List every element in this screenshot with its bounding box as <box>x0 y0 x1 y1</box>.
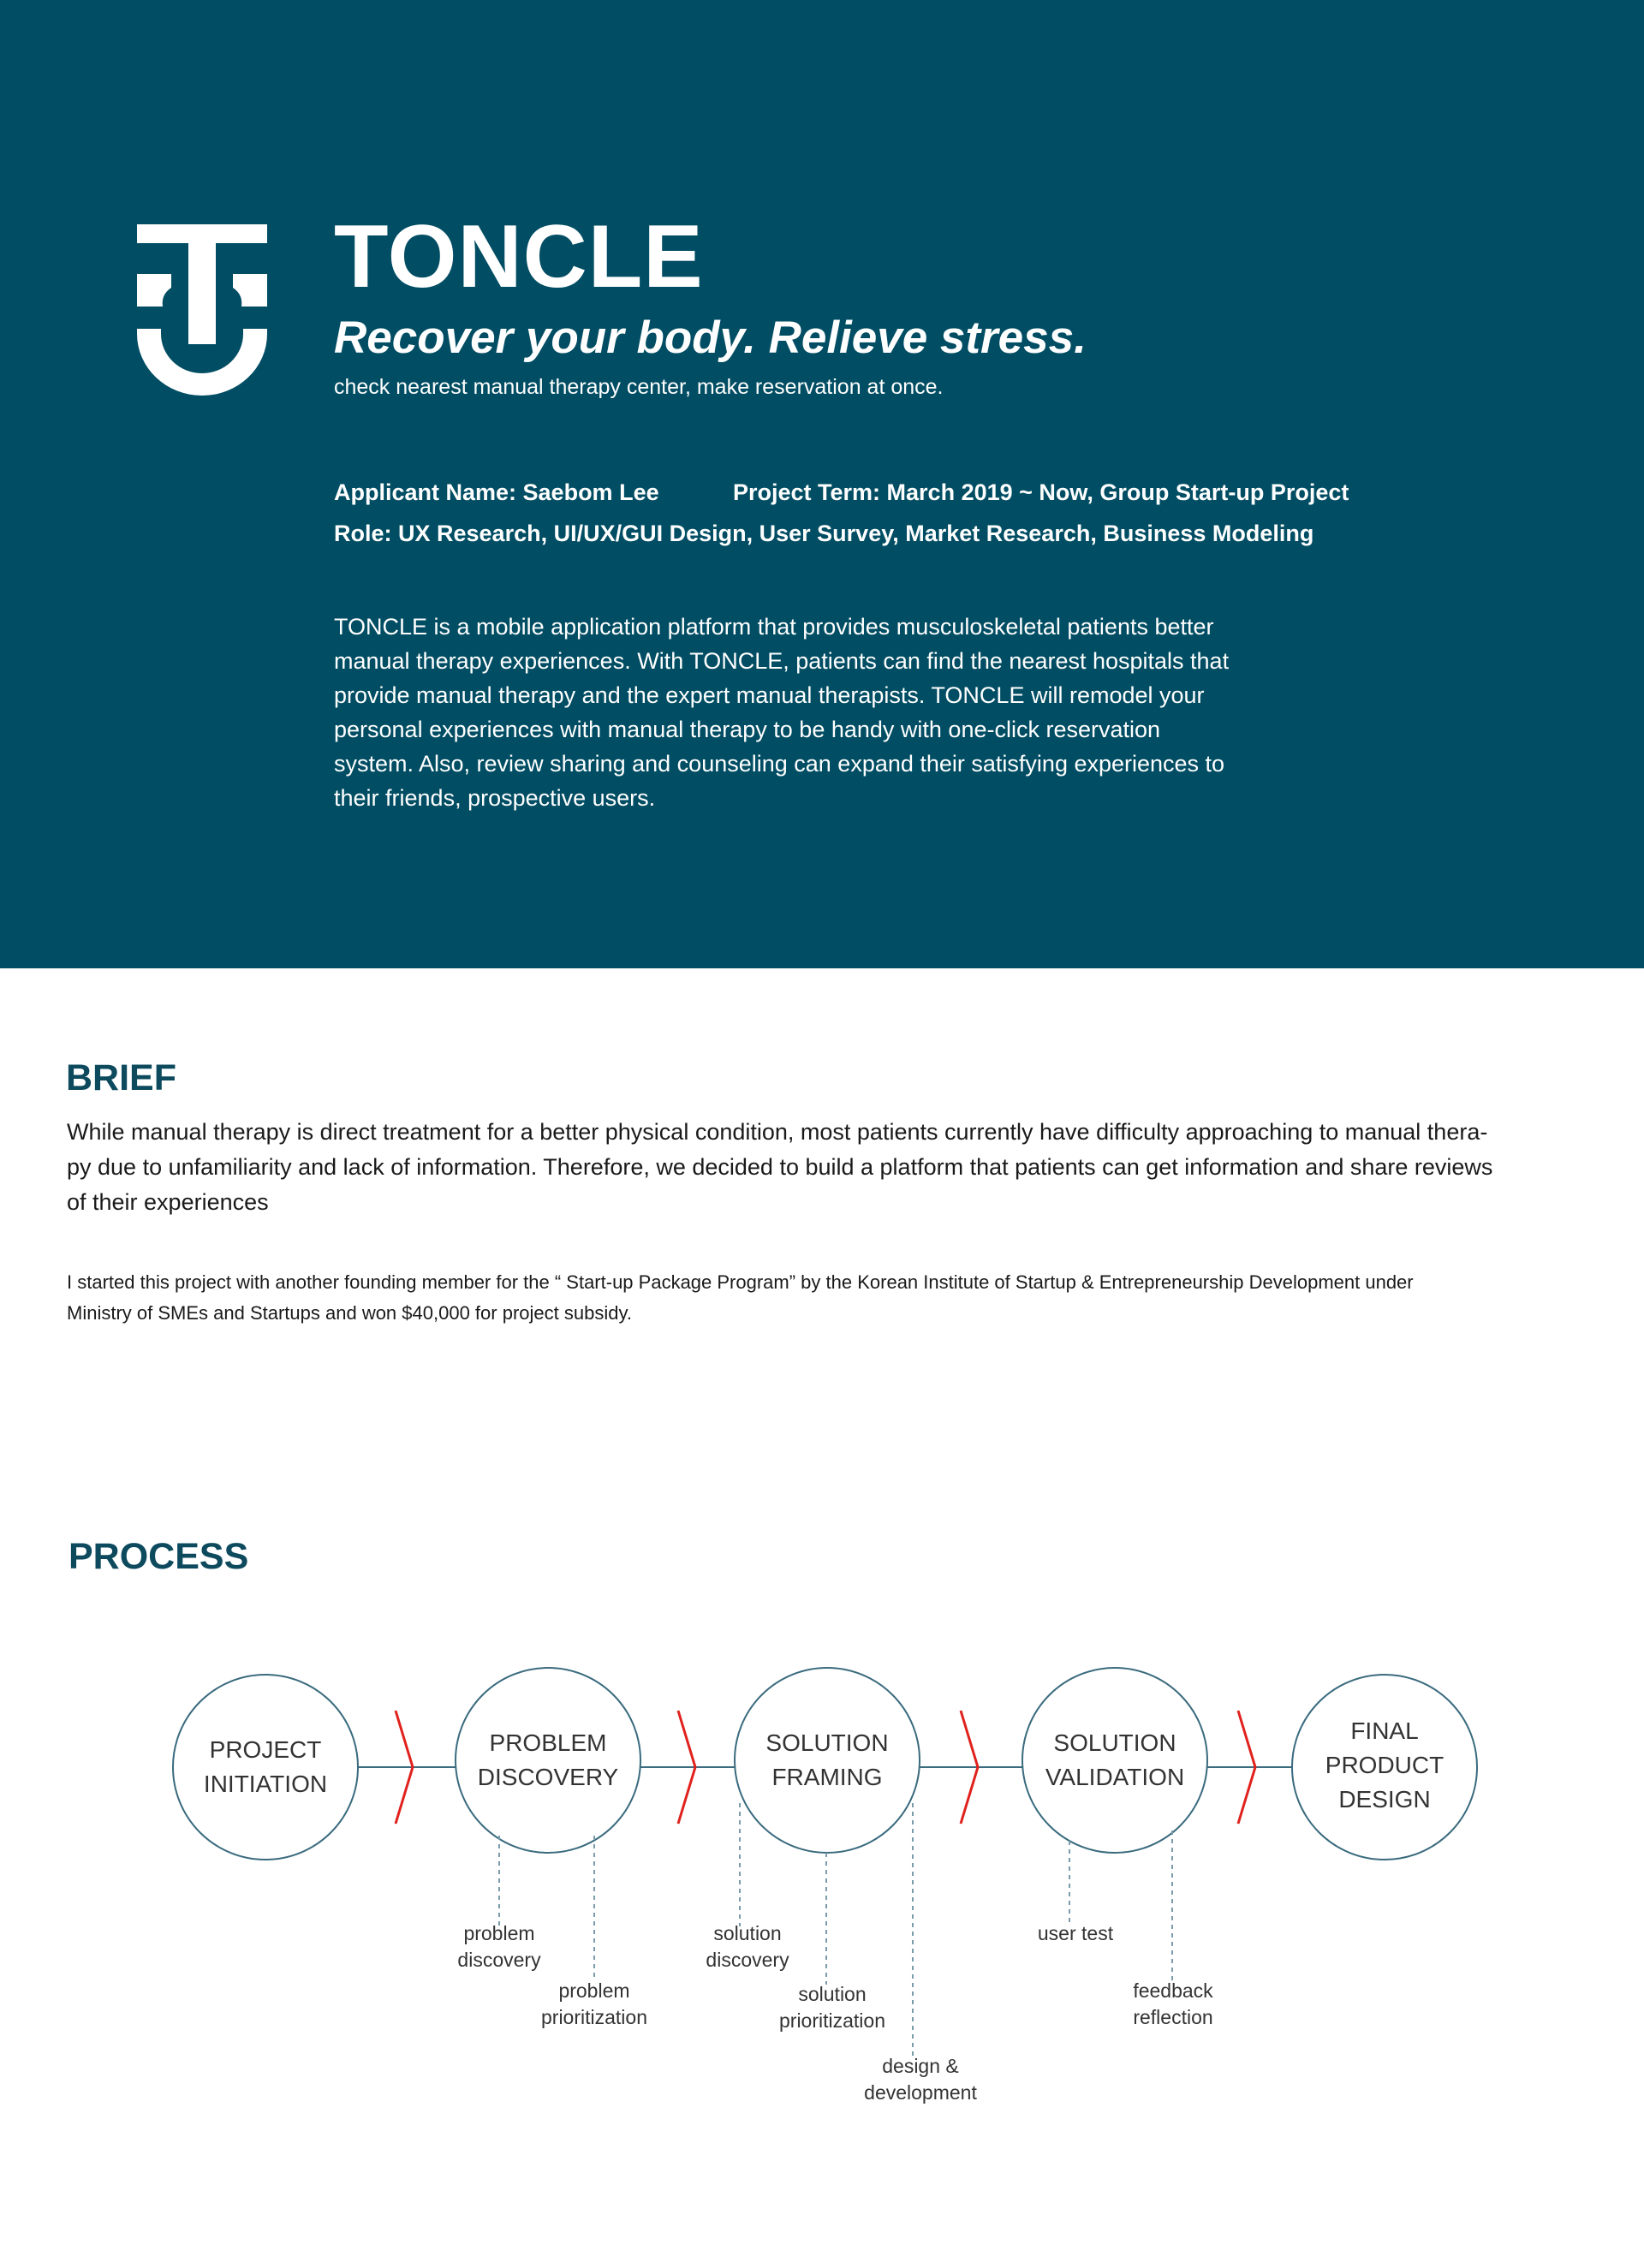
arrow-chevron-2 <box>676 1710 697 1825</box>
stage-circle-project-initiation <box>172 1674 359 1860</box>
substep-solution-discovery: solution discovery <box>706 1922 789 1971</box>
hero-banner: TONCLE Recover your body. Relieve stress… <box>0 0 1644 968</box>
toncle-logo-icon <box>137 224 267 396</box>
stage-label-final-product-design: FINAL PRODUCT DESIGN <box>1325 1717 1444 1813</box>
applicant-name: Applicant Name: Saebom Lee <box>334 479 659 505</box>
arrow-chevron-3 <box>959 1710 980 1825</box>
substep-problem-discovery: problem discovery <box>457 1922 541 1971</box>
tagline: Recover your body. Relieve stress. <box>334 313 1087 363</box>
stage-circle-solution-validation <box>1022 1667 1208 1854</box>
brief-note: I started this project with another foun… <box>67 1271 1414 1324</box>
arrow-chevron-1 <box>394 1710 414 1825</box>
stage-label-solution-framing: SOLUTION FRAMING <box>765 1729 889 1790</box>
brief-heading: BRIEF <box>66 1057 176 1098</box>
substep-design-development: design & development <box>864 2055 977 2104</box>
project-term: Project Term: March 2019 ~ Now, Group St… <box>733 479 1349 505</box>
stage-circle-problem-discovery <box>455 1667 641 1854</box>
stage-label-solution-validation: SOLUTION VALIDATION <box>1045 1729 1185 1790</box>
stage-circle-final-product-design <box>1291 1674 1478 1860</box>
subtitle: check nearest manual therapy center, mak… <box>334 375 944 399</box>
project-description: TONCLE is a mobile application platform … <box>334 614 1230 811</box>
brand-title: TONCLE <box>334 207 704 307</box>
substep-solution-prioritization: solution prioritization <box>779 1983 885 2032</box>
project-role: Role: UX Research, UI/UX/GUI Design, Use… <box>334 521 1314 546</box>
substep-problem-prioritization: problem prioritization <box>541 1979 647 2028</box>
stage-label-problem-discovery: PROBLEM DISCOVERY <box>477 1729 619 1790</box>
substep-feedback-reflection: feedback reflection <box>1133 1979 1213 2028</box>
brief-text: While manual therapy is direct treatment… <box>67 1119 1493 1215</box>
stage-label-project-initiation: PROJECT INITIATION <box>203 1736 328 1797</box>
arrow-chevron-4 <box>1236 1710 1257 1825</box>
process-heading: PROCESS <box>68 1536 249 1577</box>
substep-user-test: user test <box>1037 1922 1114 1944</box>
process-diagram <box>172 1667 1478 2057</box>
